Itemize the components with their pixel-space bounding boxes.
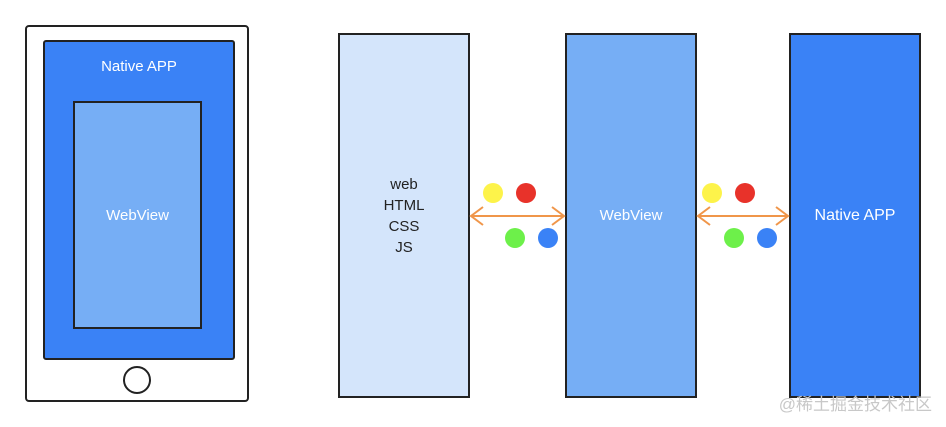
watermark: @稀土掘金技术社区 [778,395,932,414]
native-app-label: Native APP [101,58,177,75]
blue-dot [538,228,558,248]
phone-webview: WebView [73,101,202,329]
native-app-box: Native APP [789,33,921,398]
yellow-dot [702,183,722,203]
blue-dot [757,228,777,248]
web-line: HTML [383,196,425,214]
double-arrow-icon [469,206,566,226]
webview-box: WebView [565,33,697,398]
red-dot [516,183,536,203]
green-dot [505,228,525,248]
red-dot [735,183,755,203]
webview-label: WebView [106,206,169,224]
web-line: JS [395,238,413,256]
yellow-dot [483,183,503,203]
web-box: web HTML CSS JS [338,33,470,398]
native-app-box-label: Native APP [814,206,896,224]
webview-box-label: WebView [599,207,663,224]
web-line: web [390,175,418,193]
web-line: CSS [388,217,420,235]
home-button-icon [123,366,151,394]
double-arrow-icon [696,206,790,226]
green-dot [724,228,744,248]
